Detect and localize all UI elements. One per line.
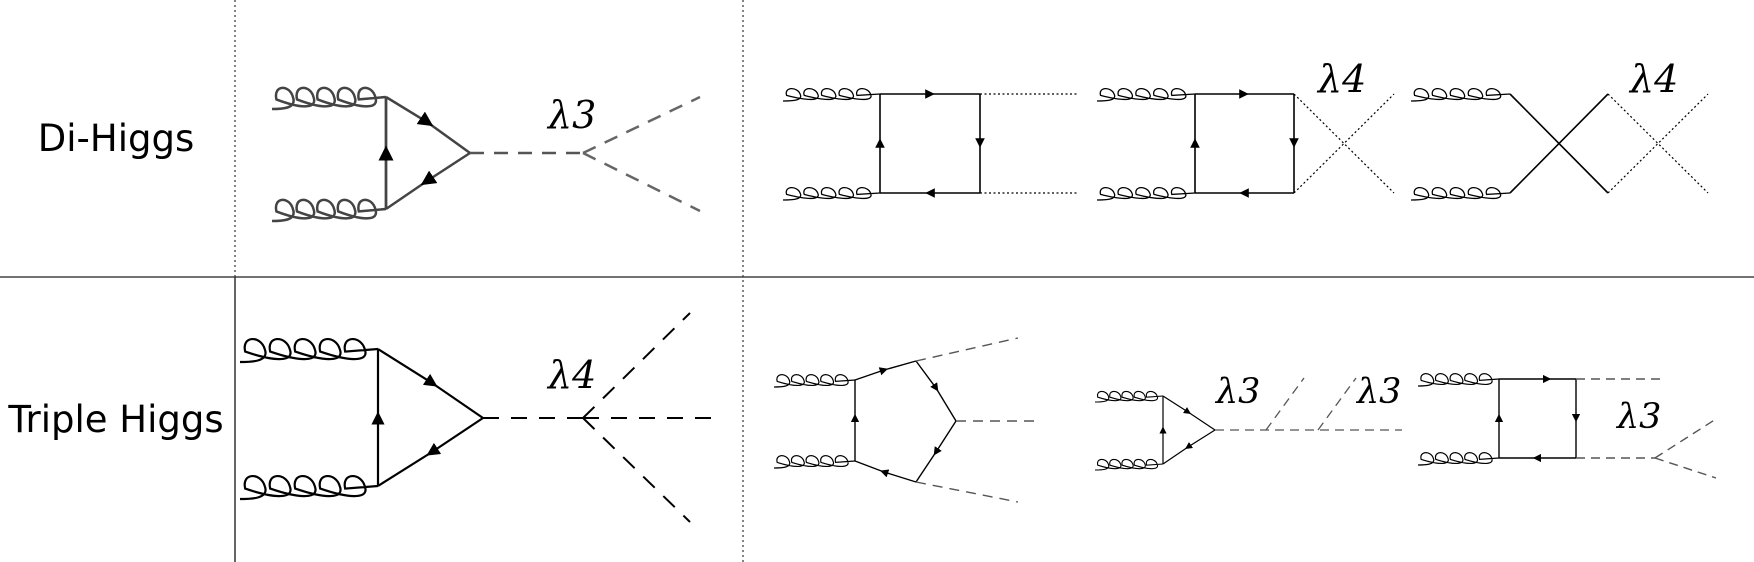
fermion-line — [385, 95, 471, 155]
higgs-line — [1293, 93, 1395, 194]
gluon-line — [782, 187, 881, 201]
fermion-line — [377, 417, 484, 487]
fermion-line — [377, 348, 484, 419]
coupling-label: λ4 — [1316, 57, 1366, 101]
gluon-line — [773, 455, 856, 469]
fermion-line — [1162, 429, 1216, 465]
higgs-line — [915, 337, 1019, 362]
higgs-line — [582, 417, 691, 523]
gluon-line — [782, 88, 881, 102]
gluon-line — [1094, 458, 1164, 471]
row-label-di-higgs: Di-Higgs — [37, 117, 195, 160]
coupling-label: λ3 — [1214, 372, 1260, 412]
higgs-line — [1654, 457, 1717, 479]
fermion-line — [385, 151, 471, 211]
coupling-label: λ4 — [546, 353, 596, 397]
higgs-line — [1654, 418, 1717, 459]
triple-box-diagram: λ3 — [1494, 374, 1717, 479]
higgs-line — [582, 95, 701, 155]
dihiggs-box-diagram — [875, 89, 1078, 198]
gluon-line — [773, 374, 856, 388]
coupling-label: λ3 — [546, 93, 596, 137]
gluon-line — [1417, 373, 1500, 387]
row-label-triple-higgs: Triple Higgs — [8, 398, 224, 441]
triple-pentagon-diagram — [850, 337, 1040, 503]
gluon-line — [271, 198, 387, 223]
triple-chain-diagram: λ3 λ3 — [1159, 372, 1402, 465]
fermion-line — [854, 360, 917, 381]
higgs-line — [1293, 93, 1395, 194]
gluon-line — [239, 337, 379, 364]
gluon-line — [1094, 390, 1164, 403]
higgs-line — [1265, 377, 1305, 431]
higgs-line — [915, 481, 1019, 503]
fermion-line — [915, 420, 957, 483]
dihiggs-crossed-box-diagram: λ4 — [1509, 57, 1709, 194]
gluon-line — [1410, 88, 1511, 102]
fermion-line — [1509, 93, 1609, 194]
coupling-label: λ3 — [1615, 397, 1661, 437]
fermion-line — [915, 360, 957, 422]
fermion-line — [854, 460, 917, 483]
gluon-lines — [239, 86, 1511, 501]
higgs-line — [1607, 93, 1709, 194]
gluon-line — [239, 474, 379, 501]
higgs-line — [582, 151, 701, 213]
dihiggs-box-crossed-diagram: λ4 — [1190, 57, 1395, 198]
gluon-line — [1096, 187, 1196, 201]
triple-triangle-diagram: λ4 — [371, 312, 722, 523]
gluon-line — [1417, 452, 1500, 466]
gluon-line — [1096, 88, 1196, 102]
higgs-line — [582, 312, 691, 419]
coupling-label: λ4 — [1628, 57, 1678, 101]
gluon-line — [1410, 187, 1511, 201]
higgs-line — [1607, 93, 1709, 194]
higgs-line — [1317, 377, 1357, 431]
dihiggs-triangle-diagram: λ3 — [378, 93, 701, 213]
coupling-label: λ3 — [1355, 372, 1401, 412]
gluon-line — [271, 86, 387, 111]
fermion-line — [1162, 395, 1216, 431]
